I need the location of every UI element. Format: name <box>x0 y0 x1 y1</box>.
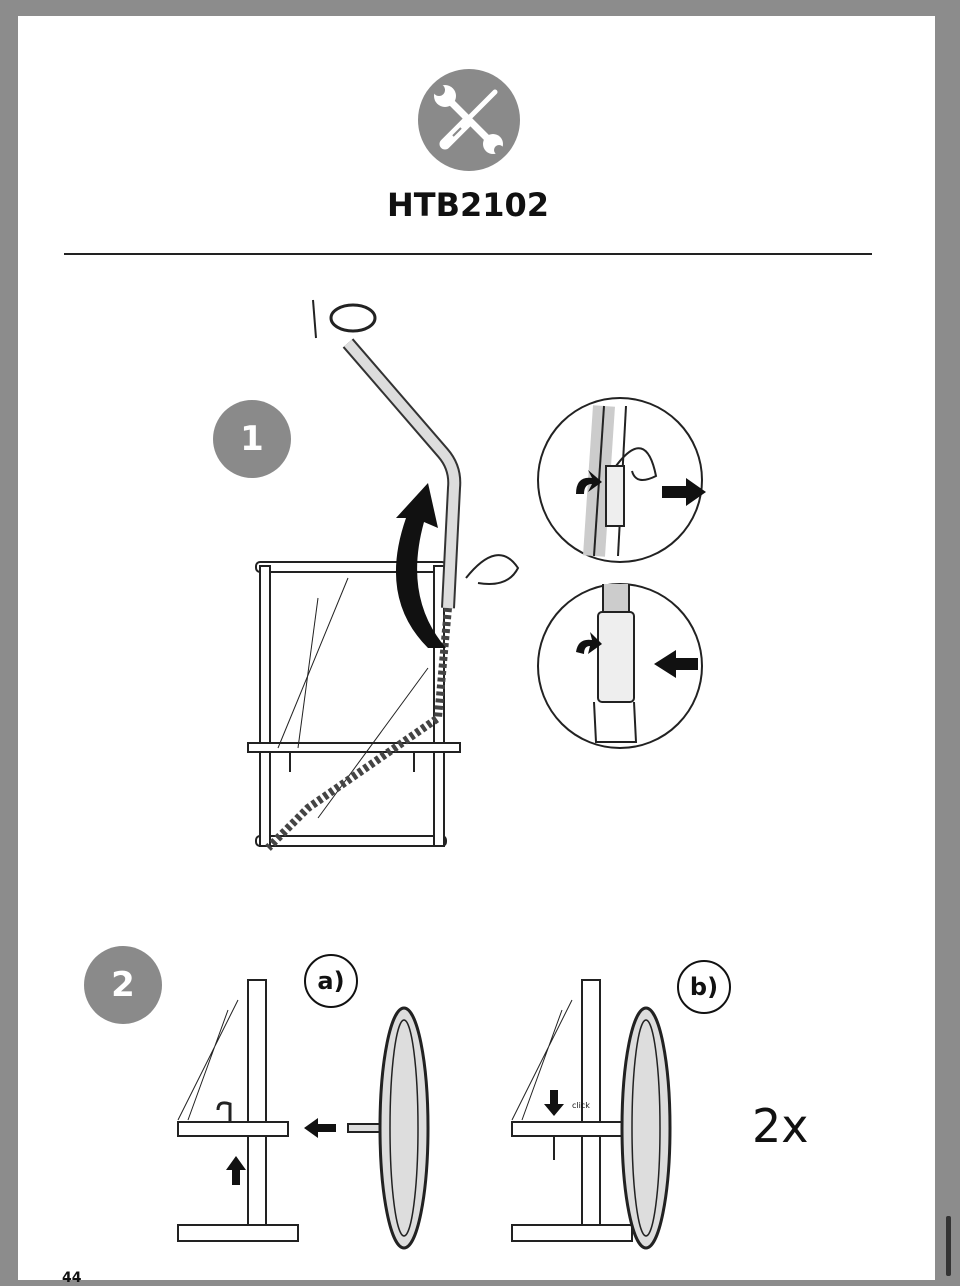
detail-open-clamp <box>537 397 706 563</box>
detail-close-clamp <box>537 583 703 749</box>
rotate-arrow-icon <box>395 483 446 648</box>
pull-arrow-icon <box>662 478 706 506</box>
tools-icon <box>418 69 520 171</box>
trailer-frame-drawing <box>247 299 520 851</box>
step-1-badge: 1 <box>213 400 291 478</box>
wheel-locked-drawing: click <box>511 979 672 1250</box>
insert-arrow-icon <box>304 1118 336 1138</box>
sub-step-b-badge: b) <box>677 960 731 1014</box>
turn-arrow-icon-2 <box>576 632 602 654</box>
header-divider <box>64 253 872 255</box>
page-number: 44 <box>62 1270 82 1286</box>
model-title: HTB2102 <box>386 186 550 224</box>
manual-page: HTB2102 1 <box>18 16 935 1286</box>
wheel-insert-drawing <box>177 979 430 1250</box>
click-label: click <box>572 1101 590 1110</box>
step-2-badge: 2 <box>84 946 162 1024</box>
press-up-arrow-icon <box>226 1156 246 1185</box>
scrollbar[interactable] <box>946 1216 951 1276</box>
sub-step-a-badge: a) <box>304 954 358 1008</box>
turn-arrow-icon <box>576 470 602 494</box>
press-down-arrow-icon <box>544 1090 564 1116</box>
push-arrow-icon <box>654 650 698 678</box>
quantity-label: 2x <box>752 1099 809 1153</box>
